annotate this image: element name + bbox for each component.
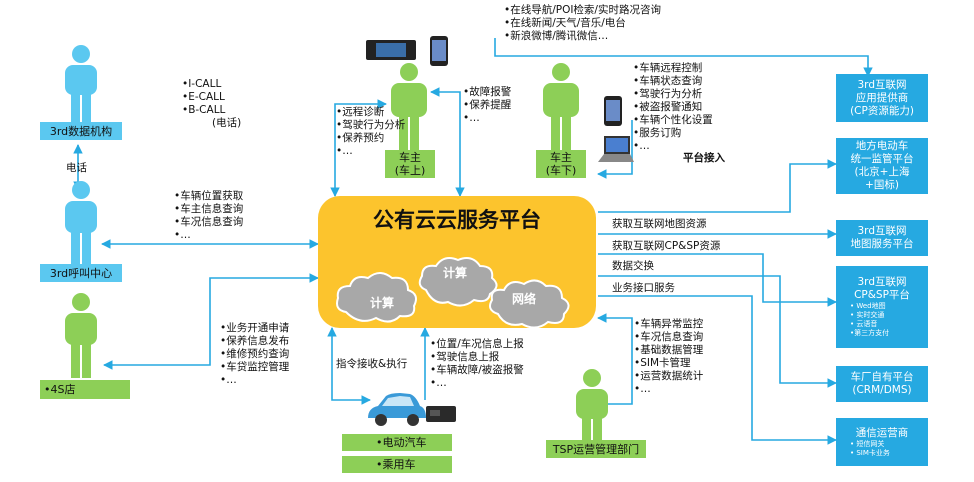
passenger-car-label: •乘用车 [342,456,452,473]
owner-out-list: •车辆远程控制•车辆状态查询•驾驶行为分析•被盗报警通知•车辆个性化设置•服务订… [633,62,713,152]
data-org-label: 3rd数据机构 [40,122,122,140]
shop-4s-label: •4S店 [40,380,130,399]
owner-in-label: 车主(车上) [385,150,435,178]
car-radio-icon [366,40,416,60]
link-cpsp [598,253,837,307]
person-4s-icon [65,293,97,378]
bottom-mid-list: •位置/车况信息上报•驾驶信息上报•车辆故障/被盗报警•… [430,338,524,389]
box-cp-provider: 3rd互联网应用提供商(CP资源能力) [836,74,928,122]
right-link-exchange: 数据交换 [612,260,654,272]
link-owner-out [597,120,633,179]
tsp-label: TSP运营管理部门 [546,440,646,458]
right-link-map: 获取互联网地图资源 [612,218,707,230]
cloud-label-compute-2: 计算 [443,266,468,280]
call-list: •I-CALL•E-CALL•B-CALL(电话) [182,78,242,129]
right-link-interface: 业务接口服务 [612,282,675,294]
shop-list: •业务开通申请•保养信息发布•维修预约查询•车贷监控管理•… [220,322,290,386]
person-data-org-icon [65,45,97,122]
top-services-list: •在线导航/POI检索/实时路况咨询•在线新闻/天气/音乐/电台•新浪微博/腾讯… [504,4,661,42]
command-label: 指令接收&执行 [336,358,408,370]
ev-label: •电动汽车 [342,434,452,451]
phone-label: 电话 [66,162,87,174]
car-icon [368,393,426,426]
link-crm [598,275,837,388]
owner-in-right-list: •故障报警•保养提醒•… [463,86,512,124]
telematics-box-icon [426,406,456,422]
person-owner-in-icon [391,63,427,152]
tsp-list: •车辆异常监控•车况信息查询•基础数据管理•SIM卡管理•运营数据统计•… [634,318,704,395]
link-top-services [494,38,873,77]
smartphone-icon [604,96,622,126]
link-vehicle-left [327,327,371,405]
right-link-cpsp: 获取互联网CP&SP资源 [612,240,721,252]
owner-in-left-list: •远程诊断•驾驶行为分析•保养预约•… [336,106,406,157]
clouds-icon [336,257,570,329]
call-center-label: 3rd呼叫中心 [40,264,122,282]
link-gov [598,159,837,213]
cloud-label-compute-1: 计算 [370,296,395,310]
link-owner-in-left [330,99,387,197]
platform-title: 公有云云服务平台 [373,208,541,232]
smartphone-icon [430,36,448,66]
box-crm-dms: 车厂自有平台(CRM/DMS) [836,366,928,402]
cloud-label-network: 网络 [512,292,537,306]
link-telecom [598,295,837,445]
link-owner-in-right [430,87,465,197]
box-map-service: 3rd互联网地图服务平台 [836,220,928,256]
person-call-center-icon [65,181,97,264]
box-telecom: 通信运营商 • 短信网关• SIM卡业务 [836,418,928,466]
laptop-icon [598,136,634,162]
owner-out-label: 车主(车下) [536,150,586,178]
box-gov-platform: 地方电动车统一监管平台(北京+上海+国标) [836,138,928,194]
platform-access-label: 平台接入 [683,152,725,164]
link-4s [103,273,319,370]
person-owner-out-icon [543,63,579,152]
call-center-list: •车辆位置获取•车主信息查询•车况信息查询•… [174,190,244,241]
person-tsp-icon [576,369,608,450]
